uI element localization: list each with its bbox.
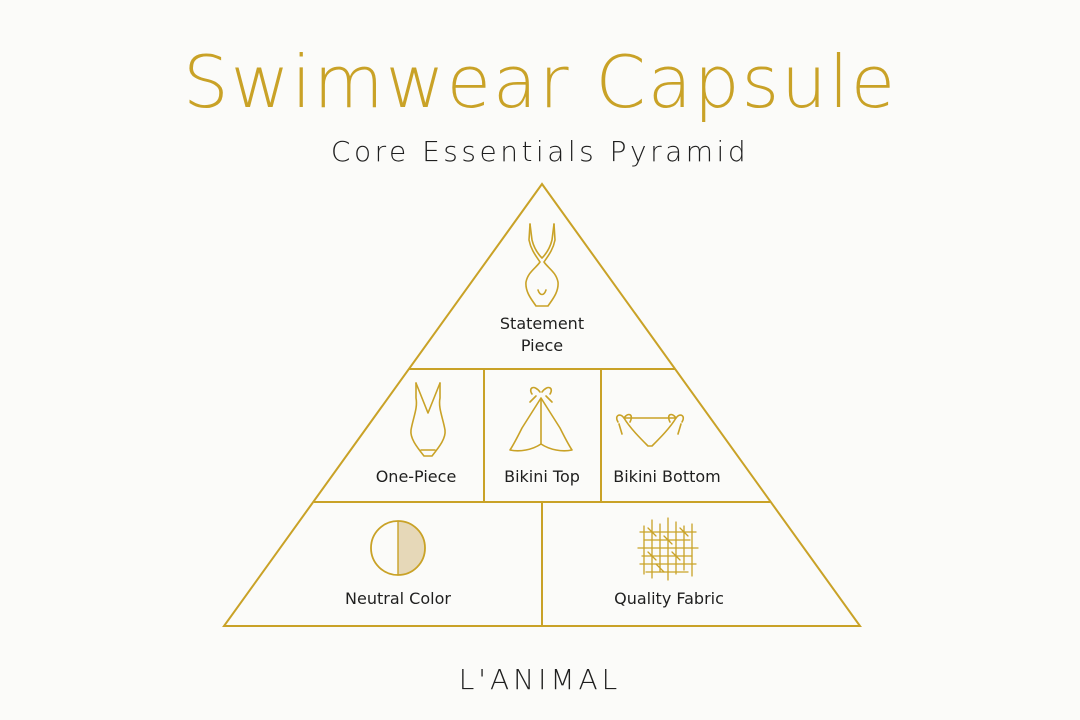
quality-fabric-label: Quality Fabric xyxy=(614,589,724,608)
bikini-bottom-icon xyxy=(615,413,685,447)
bikini-top-icon xyxy=(509,386,573,452)
neutral-color-label: Neutral Color xyxy=(345,589,451,608)
one-piece-swimsuit-icon xyxy=(410,382,446,457)
monokini-icon xyxy=(525,223,559,307)
page-subtitle: Core Essentials Pyramid xyxy=(330,135,750,168)
statement-piece-label-line1: Statement xyxy=(499,314,585,333)
statement-piece-label-line2: Piece xyxy=(520,336,564,355)
fabric-weave-icon xyxy=(637,517,699,581)
statement-piece-label: Statement Piece xyxy=(482,313,602,357)
neutral-color-swatch-icon xyxy=(370,520,426,576)
bikini-top-label: Bikini Top xyxy=(504,467,580,486)
one-piece-label: One-Piece xyxy=(375,467,457,486)
brand-logo: L'ANIMAL xyxy=(458,663,622,696)
bikini-bottom-label: Bikini Bottom xyxy=(613,467,721,486)
page-title: Swimwear Capsule xyxy=(182,40,898,124)
